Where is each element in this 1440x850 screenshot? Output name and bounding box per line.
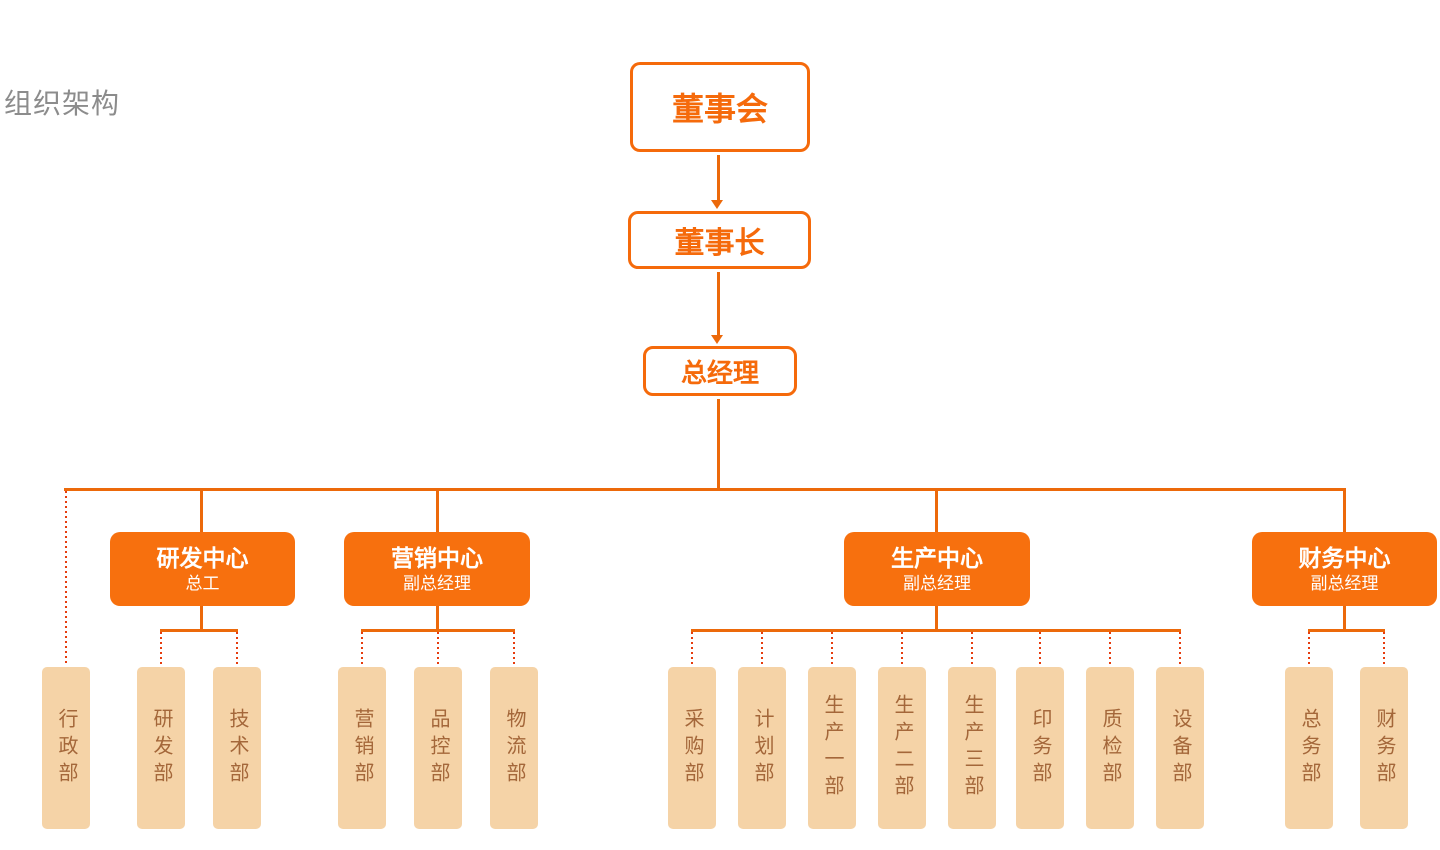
connector-rail-marketing-line [436,491,439,533]
dept-tech-label: 技术部 [226,707,248,789]
dotted-drop-production3-line [971,632,973,666]
dept-general-affairs: 总务部 [1285,667,1333,829]
dept-admin: 行政部 [42,667,90,829]
dotted-drop-marketing-line [361,632,363,666]
node-general-manager-label: 总经理 [680,357,759,388]
center-marketing: 营销中心 副总经理 [344,532,530,606]
node-general-manager: 总经理 [643,346,797,396]
dotted-drop-planning-line [761,632,763,666]
node-board-of-directors-label: 董事会 [671,91,768,127]
center-production: 生产中心 副总经理 [844,532,1030,606]
main-rail-line [64,488,1346,491]
node-board-of-directors: 董事会 [630,62,810,152]
dept-logistics: 物流部 [490,667,538,829]
dotted-drop-printing-line [1039,632,1041,666]
dept-quality-inspection-label: 质检部 [1099,707,1121,789]
connector-finance-bus-line [1308,629,1385,632]
dept-production-3-label: 生产三部 [961,694,983,802]
center-production-name: 生产中心 [891,545,983,571]
dept-rd-label: 研发部 [150,707,172,789]
connector-rd-bus-line [160,629,238,632]
page-title: 组织架构 [4,88,121,119]
dotted-drop-quality-inspection-line [1109,632,1111,666]
dept-general-affairs-label: 总务部 [1298,707,1320,789]
dept-planning-label: 计划部 [751,707,773,789]
connector-marketing-bus-line [361,629,515,632]
dotted-drop-purchasing-line [691,632,693,666]
dept-production-2-label: 生产二部 [891,694,913,802]
dept-marketing-label: 营销部 [351,707,373,789]
dept-quality-control-label: 品控部 [427,707,449,789]
center-finance-name: 财务中心 [1298,545,1391,571]
connector-finance-stem-line [1343,606,1346,632]
dept-finance-label: 财务部 [1373,707,1395,789]
dotted-drop-logistics-line [513,632,515,666]
connector-rail-production-line [935,491,938,533]
dept-rd: 研发部 [137,667,185,829]
dept-production-3: 生产三部 [948,667,996,829]
node-chairman-label: 董事长 [674,227,765,260]
dept-quality-inspection: 质检部 [1086,667,1134,829]
dept-purchasing-label: 采购部 [681,707,703,789]
arrow-down-icon [711,200,723,209]
connector-chairman-gm-line [717,272,720,336]
connector-production-bus-line [691,629,1181,632]
center-rd-name: 研发中心 [156,545,249,571]
dept-production-1: 生产一部 [808,667,856,829]
dotted-drop-production2-line [901,632,903,666]
dotted-drop-general-affairs-line [1308,632,1310,666]
dotted-drop-finance-dept-line [1383,632,1385,666]
dept-equipment-label: 设备部 [1169,707,1191,789]
center-production-role: 副总经理 [903,573,971,593]
dept-finance: 财务部 [1360,667,1408,829]
dept-admin-label: 行政部 [55,707,77,789]
dept-printing-label: 印务部 [1029,707,1051,789]
connector-gm-rail-line [717,399,720,491]
dotted-drop-tech-line [236,632,238,666]
dotted-drop-rd-line [160,632,162,666]
dotted-drop-equipment-line [1179,632,1181,666]
center-finance: 财务中心 副总经理 [1252,532,1437,606]
dept-purchasing: 采购部 [668,667,716,829]
center-rd-role: 总工 [185,573,220,593]
center-rd: 研发中心 总工 [110,532,295,606]
dept-marketing: 营销部 [338,667,386,829]
center-finance-role: 副总经理 [1310,573,1379,593]
connector-rail-rd-line [200,491,203,533]
dotted-drop-admin-line [65,491,67,666]
node-chairman: 董事长 [628,211,811,269]
arrow-down-icon [711,335,723,344]
center-marketing-role: 副总经理 [403,573,471,593]
dept-logistics-label: 物流部 [503,707,525,789]
dept-tech: 技术部 [213,667,261,829]
dept-equipment: 设备部 [1156,667,1204,829]
dotted-drop-production1-line [831,632,833,666]
dept-production-1-label: 生产一部 [821,694,843,802]
dept-printing: 印务部 [1016,667,1064,829]
dotted-drop-quality-control-line [437,632,439,666]
connector-production-stem-line [935,606,938,632]
dept-quality-control: 品控部 [414,667,462,829]
connector-rail-finance-line [1343,491,1346,533]
dept-production-2: 生产二部 [878,667,926,829]
connector-board-chairman-line [717,155,720,201]
connector-rd-stem-line [200,606,203,632]
center-marketing-name: 营销中心 [391,545,483,571]
connector-marketing-stem-line [436,606,439,632]
dept-planning: 计划部 [738,667,786,829]
